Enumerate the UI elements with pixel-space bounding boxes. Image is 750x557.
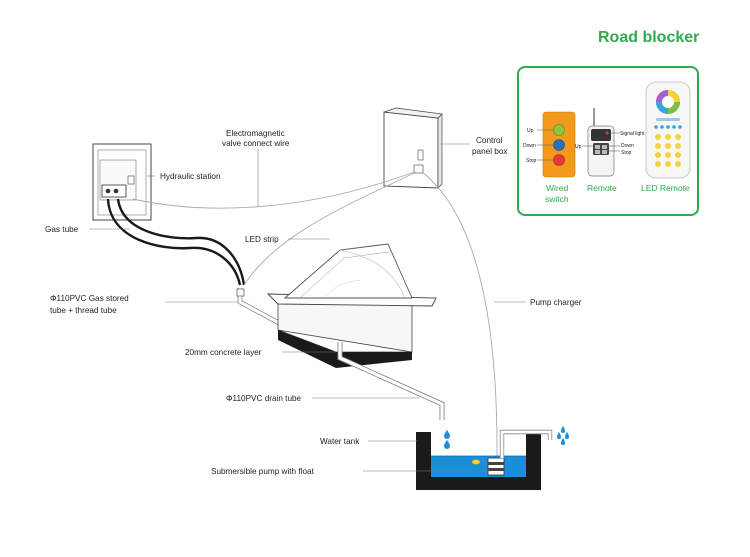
- wired-switch: Up Down Stop Wired switch: [523, 111, 576, 204]
- leader-lines: [89, 143, 526, 472]
- remote-stop-label: Stop: [621, 150, 632, 156]
- water-splash-icon: [557, 426, 569, 445]
- water-tank: [416, 429, 553, 490]
- concrete-layer-label: 20mm concrete layer: [185, 348, 262, 357]
- controls-panel: Up Down Stop Wired switch Signal light U…: [517, 66, 699, 216]
- control-panel-label-line1: Control: [476, 136, 503, 145]
- water-tank-label: Water tank: [320, 437, 360, 446]
- drain-tube: [337, 342, 445, 420]
- gas-stored-label-line1: Φ110PVC Gas stored: [50, 294, 129, 303]
- float-icon: [471, 459, 481, 465]
- led-remote-caption: LED Remote: [641, 183, 690, 193]
- wired-switch-caption-line1: Wired: [546, 183, 568, 193]
- down-button-icon: [553, 139, 565, 151]
- road-blocker: [266, 243, 437, 368]
- remote-down-label: Down: [621, 143, 634, 149]
- hydraulic-station: [92, 143, 155, 221]
- gas-stored-tube: [236, 288, 294, 333]
- stop-button-icon: [553, 154, 565, 166]
- pump-charger-label: Pump charger: [530, 298, 582, 307]
- electromagnetic-label-line1: Electromagnetic: [226, 129, 285, 138]
- gas-tube-label: Gas tube: [45, 225, 79, 234]
- up-button-icon: [553, 124, 565, 136]
- control-panel-box: [383, 107, 443, 189]
- remote-control: Signal light Up Down Stop Remote: [575, 108, 645, 193]
- concrete-layer-icon: [278, 330, 412, 368]
- wired-switch-caption-line2: switch: [545, 194, 569, 204]
- drain-tube-label: Φ110PVC drain tube: [226, 394, 302, 403]
- remote-caption: Remote: [587, 183, 617, 193]
- wired-down-label: Down: [523, 143, 536, 149]
- gas-stored-label-line2: tube + thread tube: [50, 306, 117, 315]
- hydraulic-station-label: Hydraulic station: [160, 172, 221, 181]
- led-remote: LED Remote: [641, 81, 691, 193]
- submersible-pump-icon: [487, 457, 505, 476]
- wired-stop-label: Stop: [526, 158, 537, 164]
- diagram-title: Road blocker: [598, 29, 699, 46]
- electromagnetic-label-line2: valve connect wire: [222, 139, 290, 148]
- wired-up-label: Up: [527, 128, 534, 134]
- led-strip-label: LED strip: [245, 235, 279, 244]
- water-drop-icon: [444, 430, 450, 449]
- remote-up-label: Up: [575, 144, 582, 150]
- submersible-pump-label: Submersible pump with float: [211, 467, 315, 476]
- water-icon: [431, 456, 526, 477]
- control-panel-label-line2: panel box: [472, 147, 508, 156]
- remote-signal-light-label: Signal light: [620, 131, 645, 137]
- wiring: [106, 171, 498, 459]
